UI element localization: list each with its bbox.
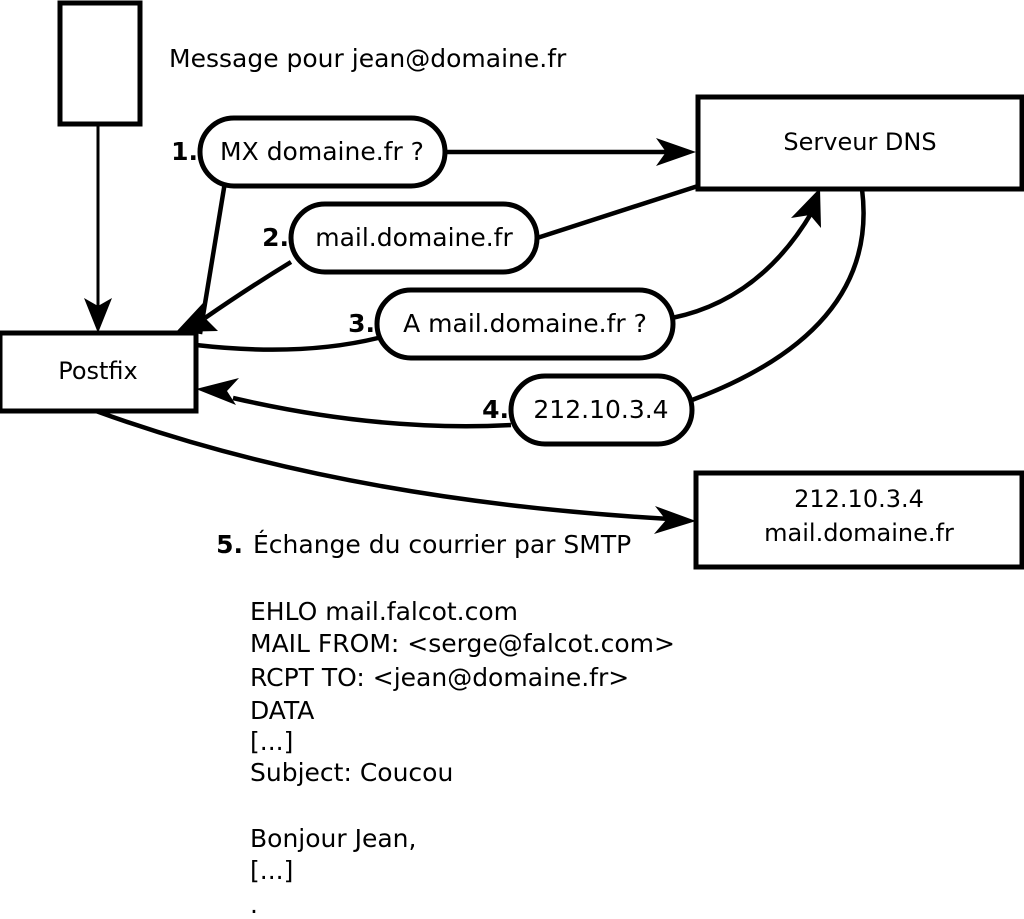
- smtp-line-9: .: [250, 890, 258, 919]
- dns-server-box: [695, 94, 1024, 192]
- step4-number: 4.: [482, 395, 509, 424]
- step1-number: 1.: [171, 137, 198, 166]
- client-box: [57, 0, 143, 127]
- arrowhead-step3: [791, 188, 821, 228]
- step2-bubble: [288, 201, 540, 275]
- postfix-box: [0, 330, 199, 414]
- arrowhead-step5: [654, 506, 696, 534]
- smtp-line-1: MAIL FROM: <serge@falcot.com>: [250, 629, 675, 658]
- edge-step2-to-postfix: [203, 260, 293, 320]
- step5-label: Échange du courrier par SMTP: [253, 530, 631, 559]
- smtp-line-2: RCPT TO: <jean@domaine.fr>: [250, 663, 629, 692]
- smtp-line-8: [...]: [250, 856, 293, 885]
- smtp-line-4: [...]: [250, 727, 293, 756]
- smtp-line-0: EHLO mail.falcot.com: [250, 597, 518, 626]
- step3-bubble: [374, 287, 676, 361]
- mail-server-box: [693, 470, 1024, 570]
- step3-number: 3.: [348, 309, 375, 338]
- step1-bubble: [197, 115, 448, 189]
- step1-label: MX domaine.fr ?: [220, 137, 424, 166]
- dns-server-label: Serveur DNS: [783, 128, 936, 156]
- arrowhead-step4: [196, 378, 239, 405]
- edge-dns-to-step2: [536, 183, 699, 241]
- arrowhead-step2: [176, 303, 218, 332]
- smtp-line-5: Subject: Coucou: [250, 758, 453, 787]
- step2-number: 2.: [262, 223, 289, 252]
- step3-label: A mail.domaine.fr ?: [403, 309, 647, 338]
- arrowhead-client-to-postfix: [84, 298, 112, 333]
- step4-label: 212.10.3.4: [533, 395, 668, 424]
- edge-step3-to-dns: [671, 210, 814, 321]
- step2-label: mail.domaine.fr: [315, 223, 513, 252]
- postfix-label: Postfix: [58, 357, 138, 385]
- edge-postfix-to-step1: [197, 181, 228, 335]
- mail-server-hostname: mail.domaine.fr: [764, 519, 954, 547]
- smtp-line-7: Bonjour Jean,: [250, 824, 416, 853]
- smtp-line-3: DATA: [250, 696, 314, 725]
- step5-number: 5.: [216, 530, 243, 559]
- message-note: Message pour jean@domaine.fr: [169, 44, 567, 73]
- edge-postfix-to-mail-server: [95, 408, 671, 522]
- arrowhead-step1: [656, 138, 696, 166]
- mail-server-ip: 212.10.3.4: [794, 485, 924, 513]
- step4-bubble: [508, 373, 695, 447]
- edge-step4-to-postfix: [232, 395, 512, 429]
- edge-postfix-to-step3: [195, 335, 379, 352]
- edge-dns-to-step4: [691, 188, 866, 403]
